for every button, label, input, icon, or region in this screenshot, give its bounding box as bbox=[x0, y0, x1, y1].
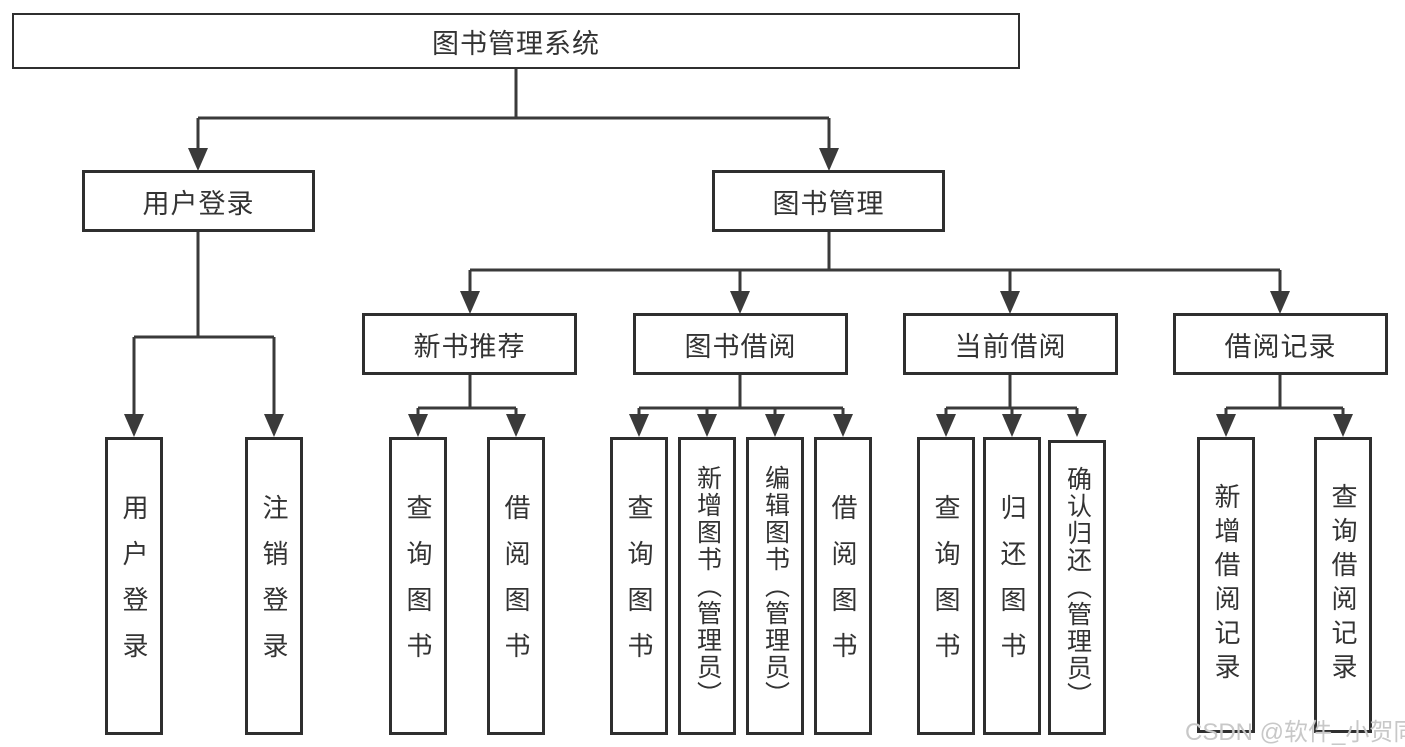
leaf-current-query-book: 查询图书 bbox=[917, 437, 975, 735]
node-new-book-recommend: 新书推荐 bbox=[362, 313, 577, 375]
leaf-recommend-borrow-book: 借阅图书 bbox=[487, 437, 545, 735]
node-label: 借阅图书 bbox=[501, 494, 531, 678]
node-label: 新书推荐 bbox=[413, 331, 526, 362]
node-label: 注销登录 bbox=[259, 494, 289, 678]
node-user-login: 用户登录 bbox=[82, 170, 315, 232]
node-label: 新增借阅记录 bbox=[1211, 483, 1241, 687]
node-label: 图书管理 bbox=[772, 188, 885, 219]
node-label: 查询图书 bbox=[624, 494, 654, 678]
node-book-management: 图书管理 bbox=[712, 170, 945, 232]
node-label: 查询图书 bbox=[403, 494, 433, 678]
leaf-query-borrow-record: 查询借阅记录 bbox=[1314, 437, 1372, 733]
node-label: 图书借阅 bbox=[684, 331, 797, 362]
leaf-borrow-query-book: 查询图书 bbox=[610, 437, 668, 735]
node-label: 确认归还（管理员） bbox=[1063, 466, 1092, 709]
node-label: 用户登录 bbox=[142, 188, 255, 219]
leaf-return-book: 归还图书 bbox=[983, 437, 1041, 735]
node-borrow-record: 借阅记录 bbox=[1173, 313, 1388, 375]
leaf-user-login: 用户登录 bbox=[105, 437, 163, 735]
node-label: 查询借阅记录 bbox=[1328, 483, 1358, 687]
node-label: 用户登录 bbox=[119, 494, 149, 678]
leaf-recommend-query-book: 查询图书 bbox=[389, 437, 447, 735]
leaf-logout: 注销登录 bbox=[245, 437, 303, 735]
node-library-management-system: 图书管理系统 bbox=[12, 13, 1020, 69]
node-current-borrow: 当前借阅 bbox=[903, 313, 1118, 375]
node-label: 当前借阅 bbox=[954, 331, 1067, 362]
leaf-add-borrow-record: 新增借阅记录 bbox=[1197, 437, 1255, 733]
leaf-borrow-book: 借阅图书 bbox=[814, 437, 872, 735]
leaf-edit-book-admin: 编辑图书（管理员） bbox=[746, 437, 804, 735]
node-label: 查询图书 bbox=[931, 494, 961, 678]
node-label: 借阅记录 bbox=[1224, 331, 1337, 362]
node-label: 归还图书 bbox=[997, 494, 1027, 678]
leaf-add-book-admin: 新增图书（管理员） bbox=[678, 437, 736, 735]
leaf-confirm-return-admin: 确认归还（管理员） bbox=[1048, 440, 1106, 735]
node-book-borrow: 图书借阅 bbox=[633, 313, 848, 375]
node-label: 编辑图书（管理员） bbox=[761, 464, 790, 708]
node-label: 图书管理系统 bbox=[432, 28, 600, 59]
node-label: 新增图书（管理员） bbox=[693, 464, 722, 708]
node-label: 借阅图书 bbox=[828, 494, 858, 678]
csdn-watermark: CSDN @软件_小贺同学 bbox=[1185, 719, 1405, 746]
